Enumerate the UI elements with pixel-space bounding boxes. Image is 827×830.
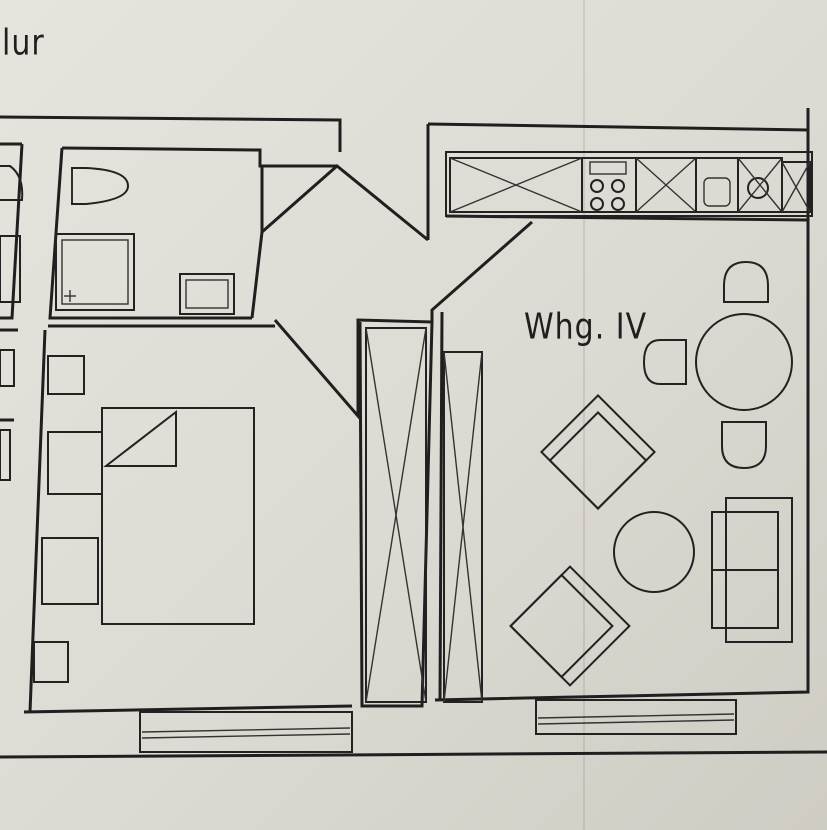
closet-2 — [443, 351, 483, 703]
bed — [101, 407, 255, 625]
window-bedroom — [139, 711, 353, 753]
paper-fold-line — [583, 0, 585, 830]
bathroom — [55, 167, 235, 315]
bed-cover-fold — [103, 409, 177, 467]
armchair — [540, 394, 656, 510]
bedroom — [33, 355, 255, 683]
shower-tray — [55, 233, 135, 311]
living-area — [509, 394, 793, 687]
kitchen-counter — [445, 151, 813, 217]
sink-icon — [703, 177, 731, 207]
burner-icon — [611, 179, 625, 193]
burner-icon — [611, 197, 625, 211]
closets — [365, 327, 483, 703]
chair — [721, 421, 767, 470]
chair — [642, 339, 687, 385]
wall-bedroom-left — [28, 329, 47, 713]
neighbor-fixtures — [0, 165, 24, 481]
basin-icon — [747, 177, 769, 199]
closet-1 — [365, 327, 427, 703]
wall-bath-left — [48, 147, 252, 320]
wall-neighbor — [0, 142, 24, 422]
burner-icon — [590, 179, 604, 193]
dining — [642, 260, 793, 470]
wall-bottom-outer — [0, 750, 827, 759]
chair — [723, 260, 769, 303]
washbasin — [179, 273, 235, 315]
unit-label: Whg. IV — [524, 306, 648, 348]
pillow — [47, 431, 103, 495]
counter-unit-3 — [781, 161, 811, 213]
side-table — [47, 355, 85, 395]
wall-diagonal-corridor — [273, 220, 533, 421]
walls — [0, 108, 827, 759]
window-living — [535, 699, 737, 735]
wall-bath-top — [61, 146, 337, 168]
wall-right — [434, 130, 810, 702]
sink-unit — [695, 157, 739, 213]
armchair — [509, 565, 631, 687]
wall-closet-right — [438, 311, 444, 701]
wall-top-right — [427, 108, 810, 132]
toilet-icon — [71, 167, 130, 205]
side-table — [33, 641, 69, 683]
coffee-table — [613, 511, 695, 593]
windows — [139, 699, 737, 753]
counter-outline — [445, 151, 813, 217]
wall-diagonal-top — [261, 164, 429, 242]
wall-bottom-left — [23, 704, 353, 714]
dining-table — [695, 313, 793, 411]
wall-top-left — [0, 115, 342, 152]
sofa — [711, 497, 793, 643]
corridor-label: lur — [2, 22, 45, 64]
wall-bath-right — [250, 166, 264, 319]
burner-icon — [590, 197, 604, 211]
pillow — [41, 537, 99, 605]
